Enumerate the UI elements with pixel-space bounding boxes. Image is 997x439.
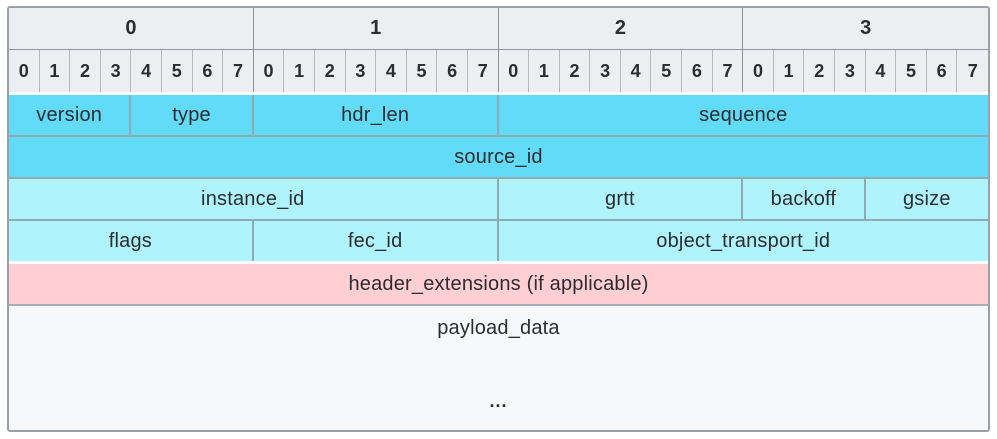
bit-cell-1-0: 0 — [254, 50, 285, 92]
field-backoff: backoff — [743, 179, 866, 219]
bit-cell-2-4: 4 — [621, 50, 652, 92]
bit-cell-2-5: 5 — [651, 50, 683, 92]
bit-cell-1-1: 1 — [284, 50, 315, 92]
bit-cell-1-3: 3 — [346, 50, 377, 92]
bit-cell-3-0: 0 — [743, 50, 774, 92]
field-object-transport-id: object_transport_id — [656, 229, 831, 252]
byte-col-0: 0 — [9, 8, 254, 49]
bit-cell-0-6: 6 — [193, 50, 224, 92]
field-source-id: source_id — [454, 145, 543, 168]
field-grtt: grtt — [499, 179, 744, 219]
field-type: type — [131, 95, 254, 135]
payload-label: payload_data — [437, 317, 560, 339]
bit-cell-0-0: 0 — [9, 50, 40, 92]
field-sequence: sequence — [699, 103, 788, 126]
bit-cell-2-7: 7 — [713, 50, 744, 92]
bit-cell-3-7: 7 — [967, 60, 978, 81]
bit-cell-2-3: 3 — [590, 50, 621, 92]
payload-row: payload_data ... — [9, 304, 988, 430]
payload-ellipsis: ... — [489, 391, 508, 411]
field-gsize: gsize — [902, 187, 951, 210]
bit-cell-0-4: 4 — [131, 50, 162, 92]
word-row-2: source_id — [9, 135, 988, 177]
byte-col-1: 1 — [254, 8, 499, 49]
byte-col-3: 3 — [860, 17, 872, 39]
field-fec-id: fec_id — [254, 221, 499, 261]
byte-col-2: 2 — [499, 8, 744, 49]
bit-cell-0-7: 7 — [223, 50, 254, 92]
bit-cell-3-5: 5 — [896, 50, 927, 92]
bit-cell-0-1: 1 — [40, 50, 71, 92]
bit-cell-3-2: 2 — [804, 50, 836, 92]
field-flags: flags — [9, 221, 254, 261]
bit-cell-1-4: 4 — [376, 50, 407, 92]
bit-cell-1-7: 7 — [468, 50, 499, 92]
bit-cell-3-4: 4 — [866, 50, 897, 92]
bit-cell-2-6: 6 — [682, 50, 713, 92]
bit-cell-0-5: 5 — [162, 50, 193, 92]
bit-cell-0-3: 3 — [101, 50, 132, 92]
word-row-5: header_extensions (if applicable) — [9, 261, 988, 304]
field-hdr-len: hdr_len — [254, 95, 499, 135]
field-instance-id: instance_id — [9, 179, 499, 219]
bit-cell-2-0: 0 — [499, 50, 530, 92]
bit-cell-1-6: 6 — [437, 50, 468, 92]
bit-cell-1-2: 2 — [315, 50, 346, 92]
bit-cell-3-3: 3 — [835, 50, 866, 92]
bit-cell-0-2: 2 — [70, 50, 101, 92]
bit-cell-2-2: 2 — [560, 50, 591, 92]
bit-cell-3-1: 1 — [774, 50, 805, 92]
bit-cell-3-6: 6 — [927, 50, 958, 92]
bit-cell-2-1: 1 — [529, 50, 560, 92]
bit-cell-1-5: 5 — [407, 50, 438, 92]
field-header-extensions-if-applicable: header_extensions (if applicable) — [348, 272, 649, 295]
field-version: version — [9, 95, 132, 135]
